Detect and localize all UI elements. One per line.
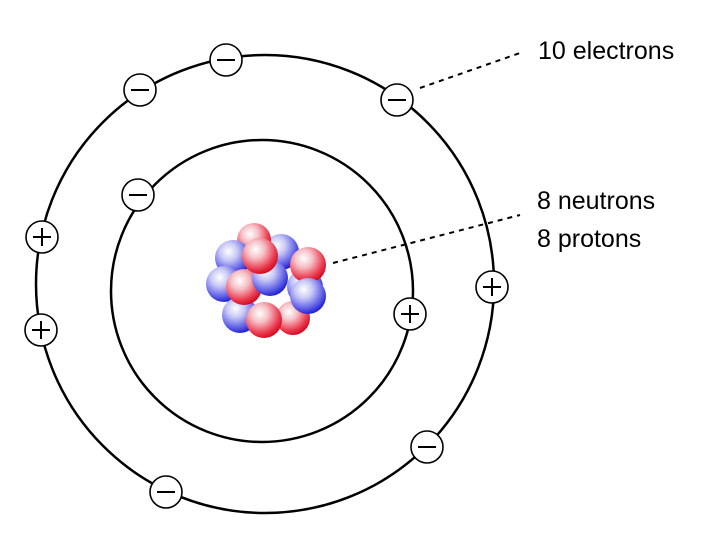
electron-icon bbox=[380, 83, 414, 117]
electron-icon bbox=[209, 43, 243, 77]
electron-icon bbox=[25, 220, 59, 254]
proton-sphere bbox=[246, 302, 282, 338]
electrons-label: 10 electrons bbox=[538, 37, 674, 65]
electron-icon bbox=[24, 313, 58, 347]
proton-sphere bbox=[242, 238, 278, 274]
protons-label: 8 protons bbox=[537, 225, 641, 253]
electron-icon bbox=[121, 178, 155, 212]
nucleus-leader-line bbox=[332, 214, 521, 264]
inner-orbit bbox=[109, 138, 415, 444]
proton-sphere bbox=[290, 247, 326, 283]
electron-icon bbox=[149, 475, 183, 509]
neutrons-label: 8 neutrons bbox=[537, 187, 655, 215]
electron-icon bbox=[410, 430, 444, 464]
electron-icon bbox=[393, 297, 427, 331]
neutron-sphere bbox=[290, 278, 326, 314]
nucleus bbox=[206, 223, 326, 338]
electrons-leader-line bbox=[419, 52, 521, 89]
electron-icon bbox=[123, 73, 157, 107]
electron-icon bbox=[475, 270, 509, 304]
